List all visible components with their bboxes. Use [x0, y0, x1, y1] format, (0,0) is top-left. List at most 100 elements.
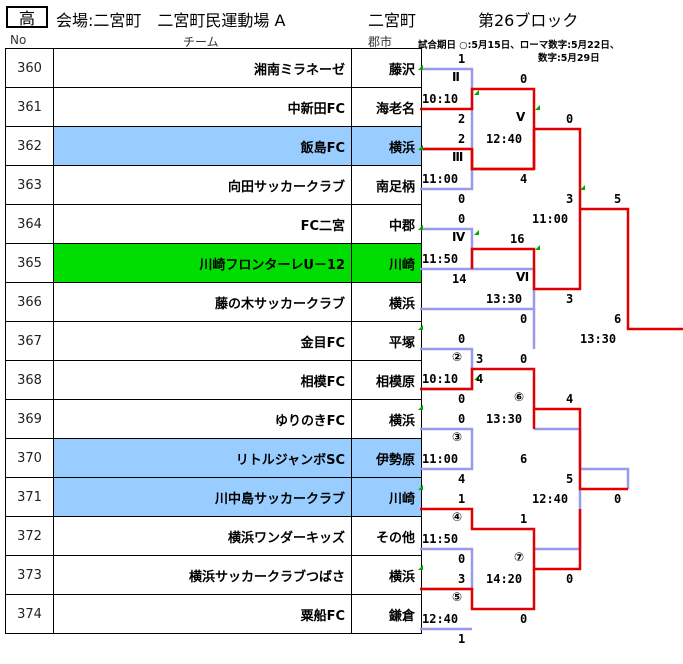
- score-label: 0: [458, 192, 466, 206]
- score-label: 0: [458, 212, 466, 226]
- score-label: 0: [520, 352, 528, 366]
- score-label: 2: [458, 132, 466, 146]
- team-city: 南足柄: [351, 165, 422, 205]
- team-number: 368: [5, 360, 54, 400]
- match-time: 11:00: [422, 452, 459, 466]
- score-label: 14: [452, 272, 467, 286]
- col-header-city: 郡市: [368, 35, 393, 49]
- score-label: 4: [566, 392, 574, 406]
- score-label: 3: [476, 352, 484, 366]
- team-city: その他: [351, 516, 422, 556]
- col-header-no: No: [10, 33, 27, 47]
- match-label: ②: [452, 350, 463, 364]
- score-label: 0: [566, 572, 574, 586]
- score-label: 1: [520, 512, 528, 526]
- team-number: 371: [5, 477, 54, 517]
- score-label: 0: [566, 112, 574, 126]
- team-name: ゆりのきFC: [53, 399, 352, 439]
- match-time: 13:30: [486, 292, 523, 306]
- score-label: 0: [458, 552, 466, 566]
- team-name: 横浜サッカークラブつばさ: [53, 555, 352, 595]
- team-city: 横浜: [351, 126, 422, 166]
- team-number: 369: [5, 399, 54, 439]
- team-number: 374: [5, 594, 54, 634]
- match-time: 11:50: [422, 532, 459, 546]
- score-label: 2: [458, 112, 466, 126]
- match-label: Ⅴ: [516, 110, 526, 124]
- score-label: 6: [614, 312, 622, 326]
- schedule-note: 試合期日 ○:5月15日、ローマ数字:5月22日、: [418, 40, 620, 51]
- match-time: 12:40: [486, 132, 523, 146]
- match-time: 12:40: [422, 612, 459, 626]
- score-label: 0: [520, 312, 528, 326]
- team-number: 372: [5, 516, 54, 556]
- team-city: 横浜: [351, 555, 422, 595]
- match-time: 11:00: [422, 172, 459, 186]
- team-city: 相模原: [351, 360, 422, 400]
- team-city: 川崎: [351, 243, 422, 283]
- match-time: 14:20: [486, 572, 523, 586]
- match-label: ④: [452, 510, 463, 524]
- team-city: 海老名: [351, 87, 422, 127]
- match-label: ⑤: [452, 590, 463, 604]
- match-label: Ⅲ: [452, 150, 464, 164]
- team-name: 向田サッカークラブ: [53, 165, 352, 205]
- match-time: 11:50: [422, 252, 459, 266]
- match-time: 13:30: [486, 412, 523, 426]
- score-label: 0: [520, 72, 528, 86]
- match-label: ③: [452, 430, 463, 444]
- team-city: 鎌倉: [351, 594, 422, 634]
- score-label: 4: [476, 372, 484, 386]
- schedule-note-2: 数字:5月29日: [538, 53, 600, 64]
- score-label: 0: [458, 332, 466, 346]
- team-city: 横浜: [351, 399, 422, 439]
- team-name: 湘南ミラネーゼ: [53, 48, 352, 88]
- score-label: 16: [510, 232, 525, 246]
- match-time: 10:10: [422, 372, 459, 386]
- col-header-team: チーム: [183, 35, 219, 49]
- score-label: 1: [458, 52, 466, 66]
- score-label: 0: [614, 492, 622, 506]
- score-label: 1: [458, 632, 466, 646]
- team-name: 飯島FC: [53, 126, 352, 166]
- score-label: 1: [458, 492, 466, 506]
- match-label: ⑥: [514, 390, 525, 404]
- score-label: 4: [458, 472, 466, 486]
- match-time: 11:00: [532, 212, 569, 226]
- team-number: 365: [5, 243, 54, 283]
- score-label: 4: [520, 172, 528, 186]
- score-label: 0: [458, 412, 466, 426]
- score-label: 5: [566, 472, 574, 486]
- team-name: FC二宮: [53, 204, 352, 244]
- town-name: 二宮町: [368, 11, 417, 30]
- team-number: 370: [5, 438, 54, 478]
- match-label: Ⅵ: [516, 270, 530, 284]
- match-label: Ⅳ: [452, 230, 466, 244]
- team-name: 川中島サッカークラブ: [53, 477, 352, 517]
- match-label: ⑦: [514, 550, 525, 564]
- team-name: リトルジャンボSC: [53, 438, 352, 478]
- score-label: 5: [614, 192, 622, 206]
- score-label: 0: [458, 392, 466, 406]
- team-name: 中新田FC: [53, 87, 352, 127]
- team-number: 360: [5, 48, 54, 88]
- level-badge: 高: [6, 6, 48, 28]
- block-title: 第26ブロック: [478, 11, 579, 30]
- venue-title: 会場:二宮町 二宮町民運動場 A: [56, 11, 286, 30]
- match-time: 12:40: [532, 492, 569, 506]
- match-label: Ⅱ: [452, 70, 460, 84]
- score-label: 3: [566, 192, 574, 206]
- score-label: 3: [566, 292, 574, 306]
- team-number: 364: [5, 204, 54, 244]
- match-time: 13:30: [580, 332, 617, 346]
